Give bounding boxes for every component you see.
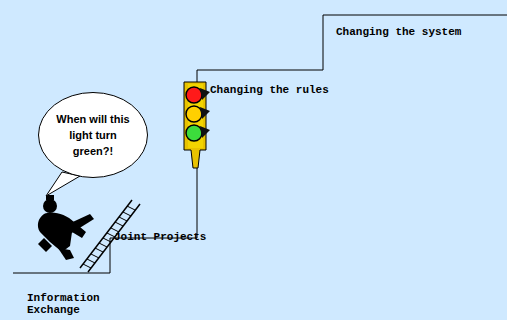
bubble-text: When will this light turn green?! xyxy=(51,111,135,159)
step-label: Changing the rules xyxy=(210,84,360,96)
step-label: Joint Projects xyxy=(114,231,234,243)
speech-bubble: When will this light turn green?! xyxy=(38,92,148,178)
staircase-line xyxy=(13,15,507,273)
step-label: Changing the system xyxy=(336,26,506,38)
traffic-light xyxy=(184,82,210,168)
step-label: Information Exchange xyxy=(27,292,107,316)
bubble-ellipse xyxy=(39,93,148,178)
person-silhouette xyxy=(38,195,94,260)
